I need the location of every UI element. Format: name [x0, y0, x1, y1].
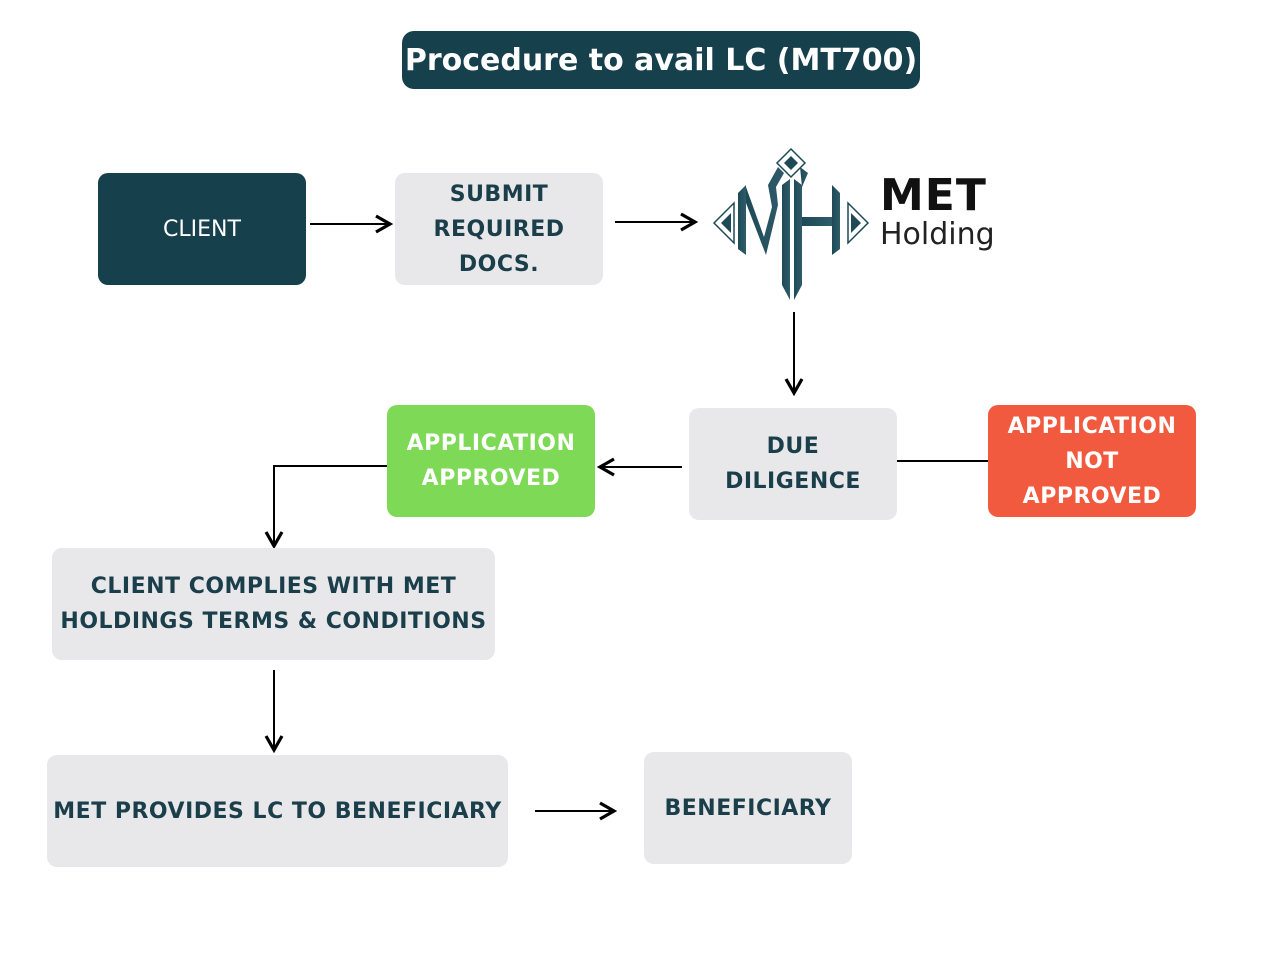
node-client-complies-label: CLIENT COMPLIES WITH MET HOLDINGS TERMS …: [60, 574, 487, 634]
node-submit-docs: SUBMIT REQUIRED DOCS.: [395, 173, 603, 285]
node-application-approved: APPLICATION APPROVED: [387, 405, 595, 517]
node-client: CLIENT: [98, 173, 306, 285]
node-approved-label: APPLICATION APPROVED: [406, 431, 576, 491]
node-beneficiary-label: BENEFICIARY: [664, 795, 832, 821]
node-client-complies: CLIENT COMPLIES WITH MET HOLDINGS TERMS …: [52, 548, 495, 660]
logo-met: MET: [880, 170, 987, 221]
node-client-label: CLIENT: [163, 216, 241, 242]
node-beneficiary: BENEFICIARY: [644, 752, 852, 864]
node-provides-lc-label: MET PROVIDES LC TO BENEFICIARY: [53, 798, 502, 824]
arrow-approved-to-comply: [264, 465, 387, 550]
node-submit-docs-label: SUBMIT REQUIRED DOCS.: [433, 181, 565, 277]
node-due-diligence: DUE DILIGENCE: [689, 408, 897, 520]
node-application-not-approved: APPLICATION NOT APPROVED: [988, 405, 1196, 517]
node-met-provides-lc: MET PROVIDES LC TO BENEFICIARY: [47, 755, 508, 867]
met-holding-logo-icon: [712, 147, 870, 300]
node-not-approved-label: APPLICATION NOT APPROVED: [1007, 413, 1177, 509]
diagram-title: Procedure to avail LC (MT700): [402, 31, 920, 89]
node-due-diligence-label: DUE DILIGENCE: [725, 434, 861, 494]
met-holding-logo: MET Holding: [880, 172, 995, 250]
logo-holding: Holding: [880, 217, 995, 252]
